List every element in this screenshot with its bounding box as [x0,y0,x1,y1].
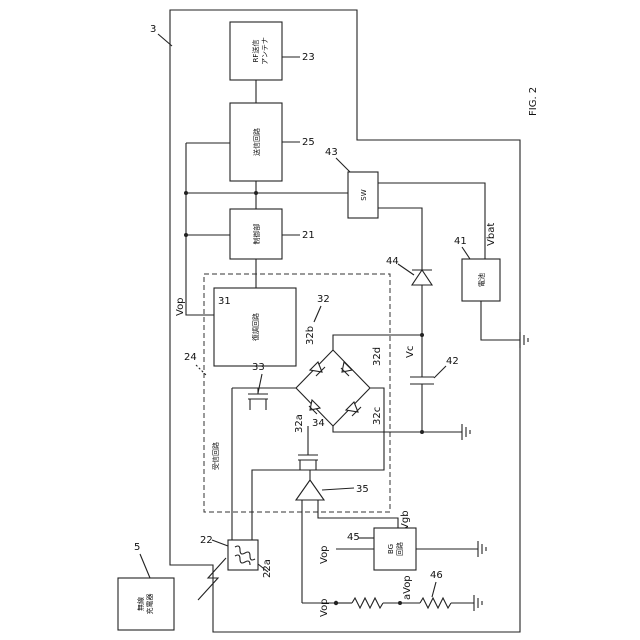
comparator-35-leader [322,488,354,490]
vop-label-2: Vop [319,545,330,564]
resistor-46-leader [432,582,436,597]
bridge-ref: 32 [317,294,330,305]
avop-label: aVop [402,575,413,600]
resistor-upper [352,598,383,608]
vbat-label: Vbat [486,223,497,246]
node-vop-sw [184,191,188,195]
switch-ref: 43 [325,147,338,158]
receiver-label: 受信回路 [211,442,220,470]
vc-label: Vc [405,346,416,358]
bg-circuit-ref: 45 [347,532,360,543]
tx-circuit-label: 送信回路 [252,128,261,156]
tx-circuit-ref: 25 [302,137,315,148]
capacitor-42-ref: 42 [446,356,459,367]
transistor-34-ref: 34 [312,418,325,429]
device-ref: 3 [150,24,156,35]
wire-bridge-right [258,388,384,470]
diode-32d [341,362,352,376]
coil-leader [212,540,228,546]
battery-ref: 41 [454,236,467,247]
switch-label: SW [360,189,368,200]
coil-ref: 22 [200,535,213,546]
charger-ref: 5 [134,542,140,553]
transistor-33 [248,394,268,410]
node-avop [398,601,402,605]
comparator-35 [296,480,324,500]
diode-44 [412,270,432,285]
bridge-rectifier [296,350,370,426]
wire-bridge-gnd [333,426,462,432]
bg-circuit-label: BG回路 [387,542,404,556]
transistor-34 [298,455,318,470]
transistor-33-leader [258,374,262,393]
capacitor-42-leader [434,366,446,378]
resistor-46 [420,598,451,608]
receiver-ref: 24 [184,352,197,363]
switch-leader [336,158,350,172]
ground-symbol-bridge [462,424,470,440]
capacitor-42 [410,377,434,384]
bridge-leader [314,306,321,322]
ground-symbol-bg [478,541,486,557]
wire-coil-right [252,470,300,540]
battery-label: 電池 [477,273,486,287]
demod-label: 復調回路 [251,313,260,341]
coil-box [228,540,258,570]
ground-symbol-res [474,595,482,611]
controller-label: 制御部 [252,224,261,245]
vgb-label: Vgb [400,510,411,530]
rf-antenna-ref: 23 [302,52,315,63]
diode-44-ref: 44 [386,256,399,267]
wire-battery-gnd [481,301,520,340]
resistor-46-ref: 46 [430,570,443,581]
vop-label-3: Vop [319,598,330,617]
diode-32a-ref: 32a [294,414,305,433]
figure-title: FIG. 2 [528,87,539,116]
diode-32c [346,402,361,416]
diode-32c-ref: 32c [372,407,383,425]
diode-32a [309,400,320,414]
bg-circuit-block [374,528,416,570]
wire-comp-vgb [318,500,398,528]
ground-symbol-battery [520,332,528,348]
diode-32b-ref: 32b [305,326,316,345]
comparator-35-ref: 35 [356,484,369,495]
node-sw-ctrl [254,191,258,195]
wire-sw-battery [378,183,485,259]
node-vop-ctrl [184,233,188,237]
controller-ref: 21 [302,230,315,241]
diode-32d-ref: 32d [372,347,383,366]
wireless-link [198,558,226,600]
demod-ref: 31 [218,296,231,307]
diode-32b [310,362,325,376]
transistor-33-ref: 33 [252,362,265,373]
vop-label-1: Vop [175,297,186,316]
wire-sw-vc [378,208,422,260]
charger-leader [140,554,150,578]
battery-leader [462,247,470,259]
diode-44-leader [398,264,414,275]
